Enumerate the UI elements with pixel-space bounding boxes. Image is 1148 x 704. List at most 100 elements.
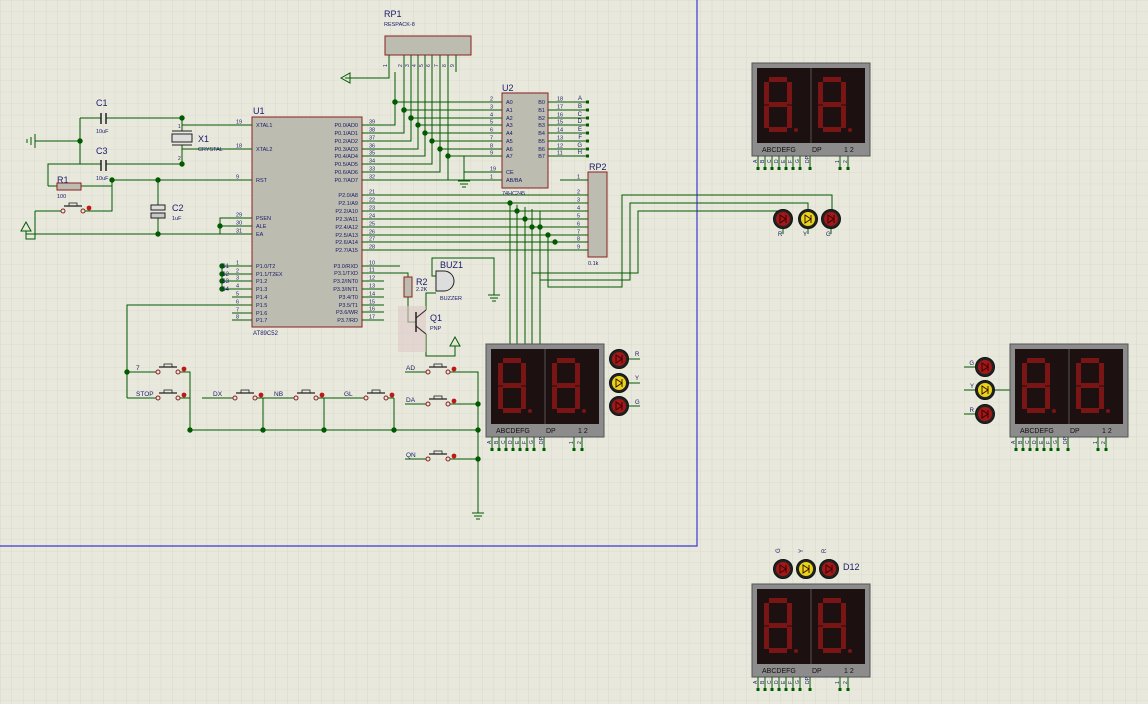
u1-right-pin-name: P2.0/A8 bbox=[338, 193, 358, 199]
p0-bus-line bbox=[384, 72, 433, 165]
buz1-value: BUZZER bbox=[440, 296, 462, 302]
display-mid-digit1-segment bbox=[498, 386, 503, 409]
display-right-digit1-segment bbox=[1027, 408, 1045, 413]
display-mid-digit2-segment bbox=[552, 386, 557, 409]
button-qn-label: QN bbox=[406, 452, 416, 459]
c2-plate-neg bbox=[150, 212, 166, 219]
display-top-pin-label: D bbox=[774, 159, 780, 163]
u1-right-pin-name: P0.5/AD5 bbox=[334, 162, 358, 168]
display-right-digit1-segment bbox=[1045, 363, 1050, 386]
display-bottom-pin-label: G bbox=[795, 680, 801, 684]
display-bottom-pin-end bbox=[846, 688, 850, 691]
button-cap bbox=[240, 389, 250, 394]
display-mid-pin-end bbox=[504, 448, 508, 451]
u1-right-pin-name: P3.6/WR bbox=[336, 310, 358, 316]
junction-dot bbox=[475, 401, 481, 407]
u1-right-pin-number: 24 bbox=[369, 214, 375, 220]
led-bot-r-symbol bbox=[825, 564, 833, 574]
u1-left-pin-name: P1.3 bbox=[256, 287, 267, 293]
c1-ref: C1 bbox=[96, 98, 108, 108]
u2-right-pin-number: 18 bbox=[557, 97, 563, 103]
display-right-pin-end bbox=[1049, 448, 1053, 451]
display-top-pin-label: C bbox=[767, 159, 773, 163]
u2-right-pin-name: B5 bbox=[538, 139, 545, 145]
display-mid-digits-label: 1 2 bbox=[578, 428, 588, 435]
u1-left-pin-name: P1.2 bbox=[256, 279, 267, 285]
display-bottom-pin-end bbox=[777, 688, 781, 691]
q1-emitter-net bbox=[425, 292, 436, 310]
led-top-g-label: G bbox=[826, 232, 831, 238]
q1-emitter bbox=[415, 309, 427, 319]
u1-right-pin-number: 17 bbox=[369, 315, 375, 321]
u2-left-pin-name: CE bbox=[506, 170, 514, 176]
display-mid-pin-label: D bbox=[508, 440, 514, 444]
button-stop-label: STOP bbox=[136, 391, 154, 398]
display-top-pin-label: F bbox=[788, 160, 794, 163]
display-right-digit1-dp bbox=[1052, 409, 1056, 413]
u1-right-pin-number: 34 bbox=[369, 159, 375, 165]
c2-plate bbox=[150, 204, 166, 211]
rp1-ref: RP1 bbox=[384, 9, 402, 19]
rp1-pin-number: 4 bbox=[412, 64, 418, 67]
d12-label: D12 bbox=[843, 562, 860, 572]
u1-right-pin-name: P2.1/A9 bbox=[338, 201, 358, 207]
display-top-digit2-segment bbox=[818, 105, 823, 128]
p0-bus-line bbox=[384, 72, 441, 173]
display-bottom-pin-label: E bbox=[781, 680, 787, 684]
button-ad-label: AD bbox=[406, 365, 415, 372]
rp1-value: RESPACK-8 bbox=[384, 22, 415, 28]
u2-left-pin-number: 5 bbox=[490, 120, 493, 126]
display-right-pin-label: B bbox=[1018, 440, 1024, 444]
junction-dot bbox=[401, 107, 407, 113]
led-mid-y-symbol bbox=[615, 378, 623, 388]
u2-left-pin-number: 7 bbox=[490, 136, 493, 142]
display-bottom-digits-label: 1 2 bbox=[844, 668, 854, 675]
u1-switch-label-S3: S3 bbox=[222, 279, 230, 285]
rp1-pin-number: 1 bbox=[383, 64, 389, 67]
display-top-pin-label: DP bbox=[805, 155, 811, 163]
r1-gnd-net bbox=[47, 163, 80, 186]
u1-right-pin-number: 23 bbox=[369, 206, 375, 212]
display-right-digit2-segment bbox=[1076, 386, 1081, 409]
u1-right-pin-name: P3.0/RXD bbox=[334, 264, 358, 270]
led-mid-r-symbol bbox=[615, 354, 623, 364]
display-right-pin-end bbox=[1056, 448, 1060, 451]
led-right-g-symbol bbox=[981, 362, 989, 372]
led-right-g-lens bbox=[978, 360, 992, 374]
u2-right-pin-name: B4 bbox=[538, 131, 545, 137]
display-top-digit1-segment bbox=[787, 105, 792, 128]
display-bottom-pin-label: 2 bbox=[843, 681, 849, 684]
u2-right-pin-number: 16 bbox=[557, 113, 563, 119]
u2-left-pin-name: A3 bbox=[506, 123, 513, 129]
rp1-pin-number: 9 bbox=[450, 64, 456, 67]
rp2-ref: RP2 bbox=[589, 162, 607, 172]
display-top-digit2-segment bbox=[823, 127, 841, 132]
u1-right-pin-number: 25 bbox=[369, 222, 375, 228]
button-cap bbox=[371, 389, 381, 394]
display-mid-digit1-dp bbox=[528, 409, 532, 413]
x1-value: CRYSTAL bbox=[198, 147, 223, 153]
u1-right-pin-name: P0.0/AD0 bbox=[334, 123, 358, 129]
button-state-indicator bbox=[451, 398, 457, 404]
display-mid-pin-end bbox=[490, 448, 494, 451]
rp1-pin-number: 5 bbox=[419, 64, 425, 67]
u2-right-pin-name: B6 bbox=[538, 147, 545, 153]
led-bot-g-symbol bbox=[779, 564, 787, 574]
u1-left-pin-number: 5 bbox=[236, 292, 239, 298]
u1-right-pin-number: 22 bbox=[369, 198, 375, 204]
u2-bus-label: C bbox=[578, 112, 583, 118]
display-mid-pin-label: B bbox=[494, 440, 500, 444]
u1-left-pin-name: PSEN bbox=[256, 216, 271, 222]
led-mid-r-lens bbox=[612, 352, 626, 366]
u1-left-pin-number: 29 bbox=[236, 213, 242, 219]
display-mid-pin-end bbox=[525, 448, 529, 451]
x1-body bbox=[171, 133, 193, 143]
rp1-pin-number: 3 bbox=[405, 64, 411, 67]
display-right-digit2-segment bbox=[1099, 363, 1104, 386]
sheet-border bbox=[0, 0, 698, 547]
rp2-pin-number: 2 bbox=[577, 190, 580, 196]
u1-right-pin-name: P3.2/INT0 bbox=[333, 279, 358, 285]
u1-left-pin-name: P1.4 bbox=[256, 295, 267, 301]
display-top-digit1-segment bbox=[787, 82, 792, 105]
